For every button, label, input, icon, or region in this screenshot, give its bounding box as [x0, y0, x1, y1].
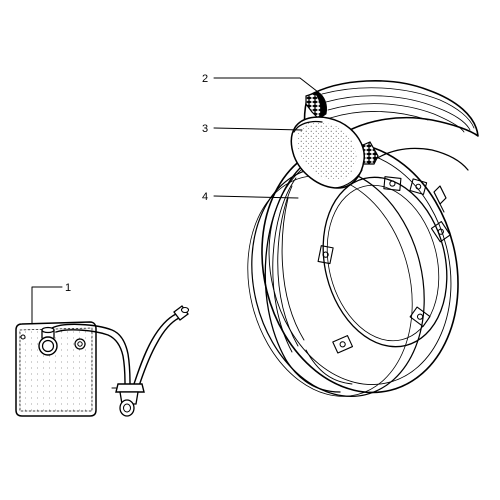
hose-a-outer	[51, 323, 131, 385]
callout-3: 3	[202, 123, 208, 135]
rim-barrel-line	[247, 175, 413, 397]
leader-1	[31, 286, 63, 325]
hose-connector-tap	[111, 383, 145, 417]
tube-tail	[335, 169, 363, 189]
water-bag	[15, 321, 97, 417]
tube-stipple	[297, 121, 357, 180]
tread-line	[329, 111, 429, 121]
callout-2: 2	[202, 73, 208, 85]
rim-left-groove-1	[272, 177, 297, 353]
rim-inner-disc-line	[326, 184, 440, 342]
callout-labels: 1 2 3 4	[65, 73, 208, 294]
rim-lug	[409, 306, 431, 327]
callout-1: 1	[65, 282, 71, 294]
rim-bottom-1	[285, 359, 341, 393]
tread-line	[321, 87, 475, 129]
rim-left-outer	[264, 167, 301, 361]
hose-nozzle	[173, 305, 190, 321]
bag-outlet-fitting	[74, 338, 86, 350]
bag-stipple	[19, 328, 93, 412]
tread-line	[327, 103, 465, 133]
bag-hoses	[51, 305, 190, 417]
callout-leaders	[31, 77, 319, 325]
rim-lug	[430, 221, 451, 243]
rim-lug	[409, 178, 428, 195]
bag-seam	[19, 327, 93, 412]
wheel-rim	[247, 142, 459, 397]
rim-left-groove-2	[277, 185, 299, 347]
rim-barrel	[251, 167, 425, 397]
rim-lug	[317, 245, 334, 265]
rim-lug	[383, 176, 402, 192]
hose-a-inner	[55, 329, 126, 385]
rim-left-groove-3	[281, 197, 305, 341]
bag-filler-cap	[38, 326, 58, 356]
valve-stem	[433, 185, 447, 213]
leader-4	[213, 195, 299, 199]
rim-lug-bolts	[317, 176, 451, 354]
rim-lug	[332, 335, 354, 354]
hose-b-inner	[138, 317, 180, 387]
rim-bottom-2	[305, 349, 353, 385]
inner-tube	[290, 116, 365, 189]
tread-line	[325, 95, 471, 131]
callout-4: 4	[202, 191, 208, 203]
tyre-sidewall	[373, 147, 469, 171]
hose-b-outer	[133, 313, 177, 385]
rim-inner-disc	[322, 176, 448, 348]
leader-3	[213, 127, 303, 131]
leader-2	[213, 77, 319, 93]
bag-hanger-hole	[20, 334, 26, 340]
